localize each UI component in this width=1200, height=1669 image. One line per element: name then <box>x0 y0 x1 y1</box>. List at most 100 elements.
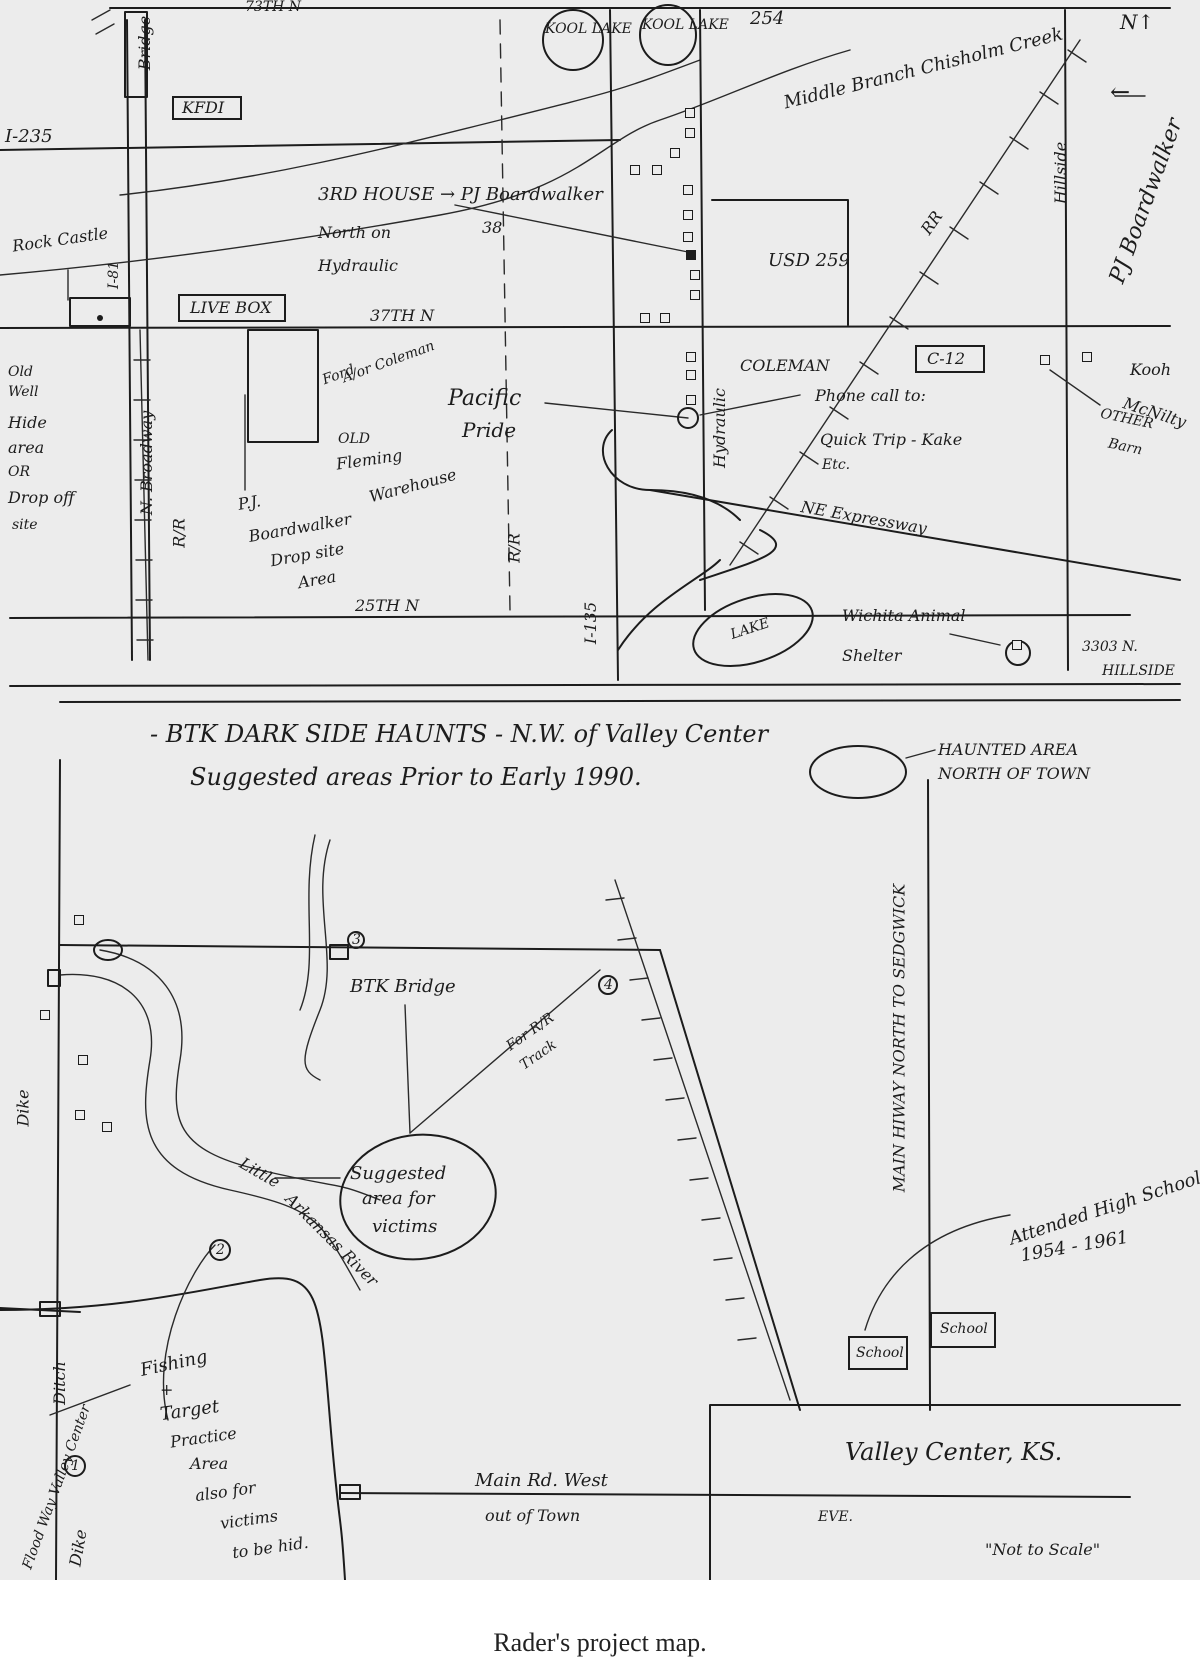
lake-ellipse <box>692 593 814 667</box>
house-square <box>640 313 650 323</box>
coleman-label: COLEMAN <box>740 356 830 375</box>
map-sheet: 73TH N Bridge KOOL LAKE KOOL LAKE 254 N↑… <box>0 0 1200 1580</box>
phone-line-3: Etc. <box>822 457 851 473</box>
house-square <box>686 352 696 362</box>
east-diagonal-road <box>659 949 801 1411</box>
street-73-label: 73TH N <box>245 0 302 15</box>
house-square <box>660 313 670 323</box>
kfdi-label: KFDI <box>182 98 225 117</box>
kooh-line-1: Kooh <box>1130 360 1172 379</box>
house-square <box>683 210 693 220</box>
pj-drop-line-1: P.J. <box>236 491 263 514</box>
ford-line-3: OLD <box>338 431 370 447</box>
shelter-arrow-line <box>949 633 1001 646</box>
address-line-2: HILLSIDE <box>1102 663 1175 679</box>
shelter-line-2: Shelter <box>842 646 902 665</box>
house-note-line-2: North on <box>318 223 392 242</box>
hillside-label: Hillside <box>1051 141 1071 205</box>
btk-bridge-label: BTK Bridge <box>350 976 456 997</box>
old-well-marker <box>97 315 103 321</box>
i81-label: I-81 <box>106 260 123 290</box>
main-hiway-line <box>927 779 931 1411</box>
house-square <box>690 270 700 280</box>
map-separator-line-2 <box>59 699 1181 703</box>
legend-leader-line <box>905 749 936 759</box>
house-square <box>683 232 693 242</box>
street-25-line <box>9 614 1131 619</box>
house-square <box>630 165 640 175</box>
expressway-ramp-2 <box>617 559 721 651</box>
house-note-line-1: 3RD HOUSE → PJ Boardwalker <box>318 184 603 205</box>
pj-arrow-line <box>454 204 689 253</box>
n-broadway-line-right <box>144 19 151 661</box>
hide-line-5: site <box>12 517 38 533</box>
phone-line-2: Quick Trip - Kake <box>820 430 963 449</box>
house-square <box>685 128 695 138</box>
marker-4 <box>598 975 618 995</box>
hide-line-2: area <box>8 438 45 457</box>
house-square <box>40 1010 50 1020</box>
valley-center-label: Valley Center, KS. <box>845 1438 1063 1466</box>
north-indicator: N↑ <box>1120 10 1155 34</box>
dike-top-label: Dike <box>13 1089 33 1127</box>
marker-2-label: 2 <box>216 1242 225 1258</box>
street-37-line <box>0 325 1171 329</box>
rr-left-label: R/R <box>169 518 189 548</box>
figure-caption: Rader's project map. <box>493 1628 707 1657</box>
suggested-line-3: victims <box>372 1216 438 1237</box>
kool-lake-1-label: KOOL LAKE <box>545 21 632 37</box>
railroad-bottom <box>614 879 791 1401</box>
legend-label: HAUNTED AREA NORTH OF TOWN <box>938 740 1091 783</box>
railroad-track-left <box>139 329 149 661</box>
marker-1 <box>64 1455 86 1477</box>
suggested-area-ellipse <box>339 1133 497 1261</box>
school-box-1: School <box>848 1336 908 1370</box>
btk-bridge-marker <box>329 944 349 960</box>
fishing-line-5: Area <box>190 1454 229 1473</box>
old-well-line-2: Well <box>8 384 39 400</box>
bridge-box <box>124 11 148 98</box>
kooh-arrow-line <box>1049 369 1101 406</box>
address-line-1: 3303 N. <box>1082 639 1138 655</box>
attended-arrow <box>864 1214 1011 1331</box>
n-broadway-line-left <box>126 19 133 661</box>
river-right-bank <box>99 949 381 1201</box>
num-38-label: 38 <box>482 218 503 237</box>
fishing-line-2: + <box>160 1380 174 1399</box>
phone-arrow-line <box>699 394 801 416</box>
west-road-line <box>55 759 61 1580</box>
n-broadway-label: N. Broadway <box>137 410 157 516</box>
street-25-label: 25TH N <box>355 596 420 615</box>
rock-castle-outline <box>69 297 131 327</box>
school-label-1: School <box>856 1345 904 1361</box>
fishing-arrow <box>162 1244 216 1421</box>
railroad-diagonal-ties <box>739 49 1087 555</box>
i235-line <box>0 139 621 151</box>
house-square <box>74 915 84 925</box>
kool-lake-2-label: KOOL LAKE <box>642 17 729 33</box>
pacific-arrow-line <box>544 402 689 419</box>
house-square <box>102 1122 112 1132</box>
pj-house-marker <box>686 250 696 260</box>
house-square <box>652 165 662 175</box>
rr-middle-label: R/R <box>504 533 524 563</box>
c12-box: C-12 <box>915 345 985 373</box>
main-road-bridge-marker <box>339 1484 361 1500</box>
railroad-middle <box>499 19 511 611</box>
kfdi-box: KFDI <box>172 96 242 120</box>
marker-3-top <box>347 931 365 949</box>
house-square <box>78 1055 88 1065</box>
legend-ellipse <box>809 745 907 799</box>
hillside-line <box>1064 9 1069 671</box>
bottom-title-line-1: - BTK DARK SIDE HAUNTS - N.W. of Valley … <box>150 720 769 748</box>
suggested-line-1: Suggested <box>350 1163 447 1184</box>
rr-to-area-arrow <box>409 969 601 1134</box>
fishing-to-ditch-arrow <box>49 1384 131 1416</box>
house-square <box>685 108 695 118</box>
hydraulic-label: Hydraulic <box>709 388 729 468</box>
house-note-line-3: Hydraulic <box>318 256 398 275</box>
bottom-title-line-2: Suggested areas Prior to Early 1990. <box>190 763 642 791</box>
school-box-2: School <box>930 1312 996 1348</box>
main-road-line-1: Main Rd. West <box>475 1470 608 1491</box>
ditch-label: Ditch <box>49 1361 69 1405</box>
